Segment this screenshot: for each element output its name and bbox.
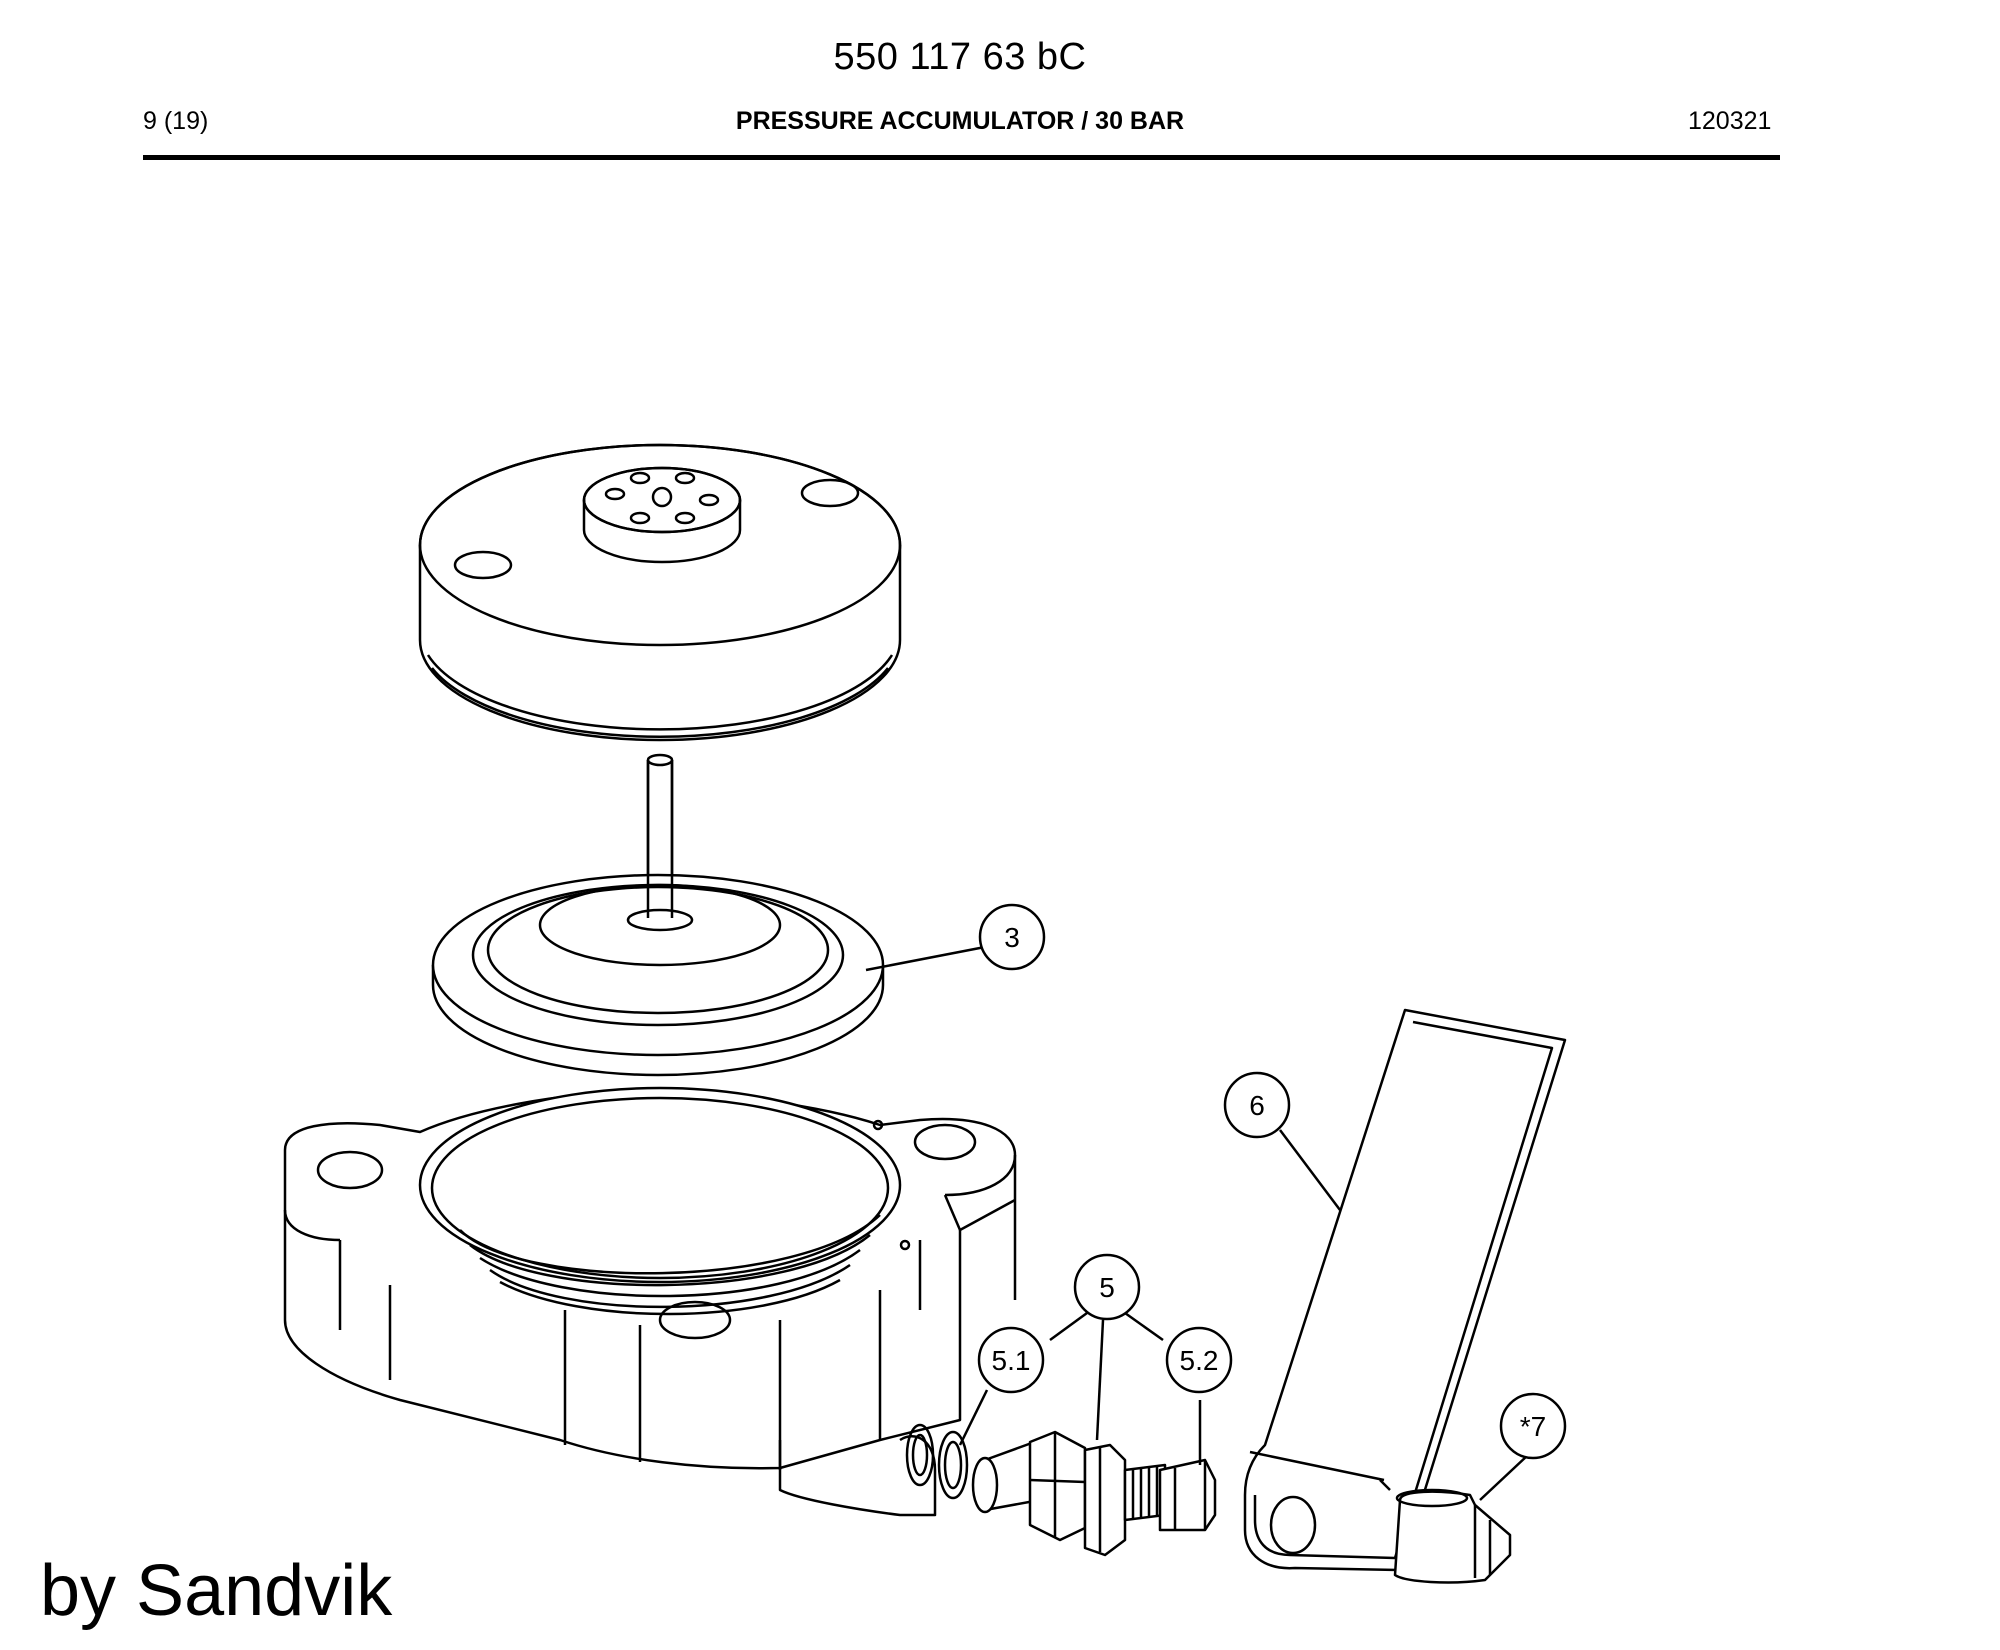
fitting-part bbox=[971, 1430, 1217, 1557]
leader-lines bbox=[865, 945, 1529, 1501]
header-rule bbox=[143, 155, 1780, 160]
callout-5: 5 bbox=[1073, 1253, 1141, 1321]
callout-7: *7 bbox=[1499, 1392, 1567, 1460]
o-rings-part bbox=[905, 1423, 969, 1500]
callout-5-1-label: 5.1 bbox=[992, 1345, 1031, 1376]
document-number: 550 117 63 bC bbox=[833, 36, 1087, 78]
housing-part bbox=[283, 1086, 1017, 1517]
callout-7-label: *7 bbox=[1520, 1411, 1546, 1442]
sign-plate-part bbox=[1243, 1008, 1567, 1572]
callout-5-2: 5.2 bbox=[1165, 1326, 1233, 1394]
cap-part bbox=[1393, 1488, 1512, 1584]
document-title: PRESSURE ACCUMULATOR / 30 BAR bbox=[735, 107, 1185, 135]
callout-6-label: 6 bbox=[1249, 1090, 1265, 1121]
callout-3: 3 bbox=[978, 903, 1046, 971]
page-number: 9 (19) bbox=[143, 107, 209, 135]
callout-3-label: 3 bbox=[1004, 922, 1020, 953]
watermark-text: by Sandvik bbox=[40, 1551, 393, 1631]
callout-6: 6 bbox=[1223, 1071, 1291, 1139]
callout-5-2-label: 5.2 bbox=[1180, 1345, 1219, 1376]
document-date: 120321 bbox=[1688, 107, 1772, 135]
callout-5-label: 5 bbox=[1099, 1272, 1115, 1303]
membrane-part bbox=[431, 760, 885, 1077]
cover-part bbox=[418, 443, 902, 742]
callout-5-1: 5.1 bbox=[977, 1326, 1045, 1394]
